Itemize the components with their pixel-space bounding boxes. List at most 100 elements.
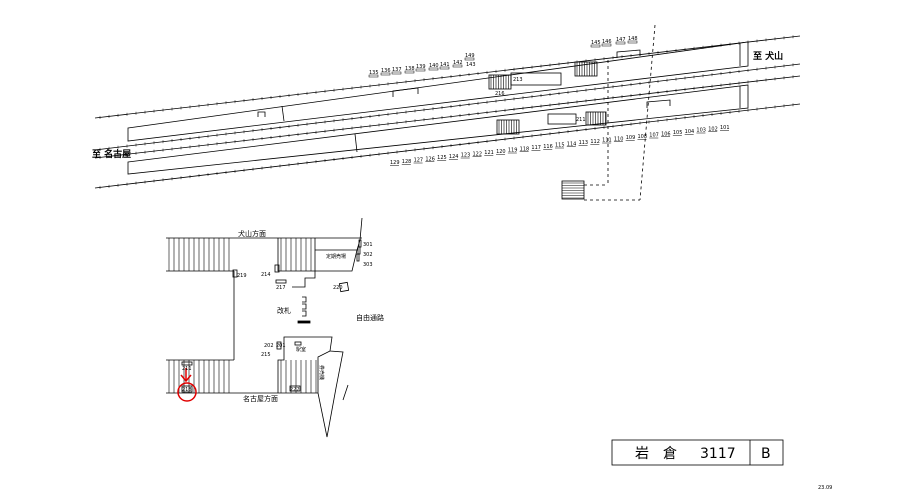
pole-marker [464,57,475,61]
pole-number: 127 [414,158,424,164]
platform-lower [127,84,749,175]
pole-number: 103 [696,128,706,134]
station-name: 岩 倉 [635,446,677,462]
pole-number: 128 [402,159,412,165]
pole-number: 125 [437,155,447,161]
pole-marker [452,64,463,68]
pole-number: 119 [508,148,518,154]
pole-number: 135 [369,70,379,76]
pole-number: 142 [453,60,463,66]
pole-number: 118 [520,146,530,152]
pole-marker [601,43,612,47]
pole-marker [380,72,391,76]
pole-number: 104 [685,129,695,135]
title-block: 岩 倉 3117 B [611,439,784,466]
pole-number: 101 [720,125,730,131]
track-4 [94,103,801,189]
label-214: 214 [261,272,271,278]
pole-number: 116 [543,144,553,150]
track-layout [94,24,801,201]
pole-number: 111 [602,138,612,144]
label-220: 220 [333,285,343,291]
pole-number: 146 [602,39,612,45]
pole-number: 122 [473,151,483,157]
label-free-passage: 自由通路 [356,313,384,322]
label-ticket-sales: 券売機 [318,365,325,380]
pole-number: 105 [673,130,683,136]
highlight-circle [177,382,197,402]
label-commuter-pass-office: 定期売場 [326,253,346,260]
pole-marker [368,74,379,78]
pole-number: 140 [429,63,439,69]
track-ticks [99,35,794,189]
location-marker [177,368,197,402]
pole-number: 120 [496,149,506,155]
pole-marker [439,66,450,70]
pole-marker [404,70,415,74]
direction-nagoya: 至 名古屋 [92,148,131,160]
stairs-211 [585,111,607,126]
stairs-exit [561,180,585,200]
pole-marker [428,67,439,71]
label-station-office: 駅室 [296,346,306,353]
pole-number: 123 [461,153,471,159]
pole-number: 138 [405,66,415,72]
pole-marker [415,68,426,72]
label-303: 303 [363,262,373,268]
pole-number: 137 [392,67,402,73]
label-216: 216 [495,91,505,97]
pole-number: 109 [626,135,636,141]
label-213: 213 [513,77,523,83]
direction-inuyama: 至 犬山 [753,50,783,62]
pole-number: 115 [555,143,565,149]
pole-marker [627,40,638,44]
station-code: 3117 [700,446,736,462]
label-219: 219 [237,273,247,279]
pole-number: 145 [591,40,601,46]
label-218: 218 [182,387,192,393]
stairs-lower-1 [496,119,520,135]
pole-number: 108 [638,134,648,140]
concourse-plan [166,217,363,438]
label-217: 217 [276,285,286,291]
label-inuyama-side: 犬山方面 [238,229,266,238]
label-nagoya-side: 名古屋方面 [243,394,278,403]
stair-hatching [490,62,606,199]
label-215: 215 [261,352,271,358]
pole-number: 129 [390,160,400,166]
pole-number: 113 [579,140,589,146]
label-302: 302 [363,252,373,258]
pole-marker [391,71,402,75]
pole-number: 136 [381,68,391,74]
label-301: 301 [363,242,373,248]
pole-marker [590,44,601,48]
pole-number: 148 [628,36,638,42]
label-211: 211 [576,117,586,123]
pole-number: 147 [616,37,626,43]
label-201: 201 [276,343,286,349]
track-2 [94,63,801,151]
pole-number: 107 [649,133,659,139]
pole-number: 121 [484,150,494,156]
pole-number: 114 [567,141,577,147]
pole-number: 124 [449,154,459,160]
station-grade: B [761,446,771,462]
pole-marker [615,41,626,45]
label-211: 211 [182,366,192,372]
pole-number: 110 [614,136,624,142]
track-1 [94,35,801,119]
pole-number: 106 [661,131,671,137]
pole-number: 141 [440,62,450,68]
revision-date: 23.09 [818,485,832,491]
track-3 [94,75,801,159]
label-222: 222 [290,387,300,393]
pole-number: 149 [465,53,475,59]
label-143: 143 [466,62,476,68]
pole-number: 102 [708,126,718,132]
pole-number: 112 [590,139,600,145]
pole-number: 126 [425,156,435,162]
pole-number: 139 [416,64,426,70]
